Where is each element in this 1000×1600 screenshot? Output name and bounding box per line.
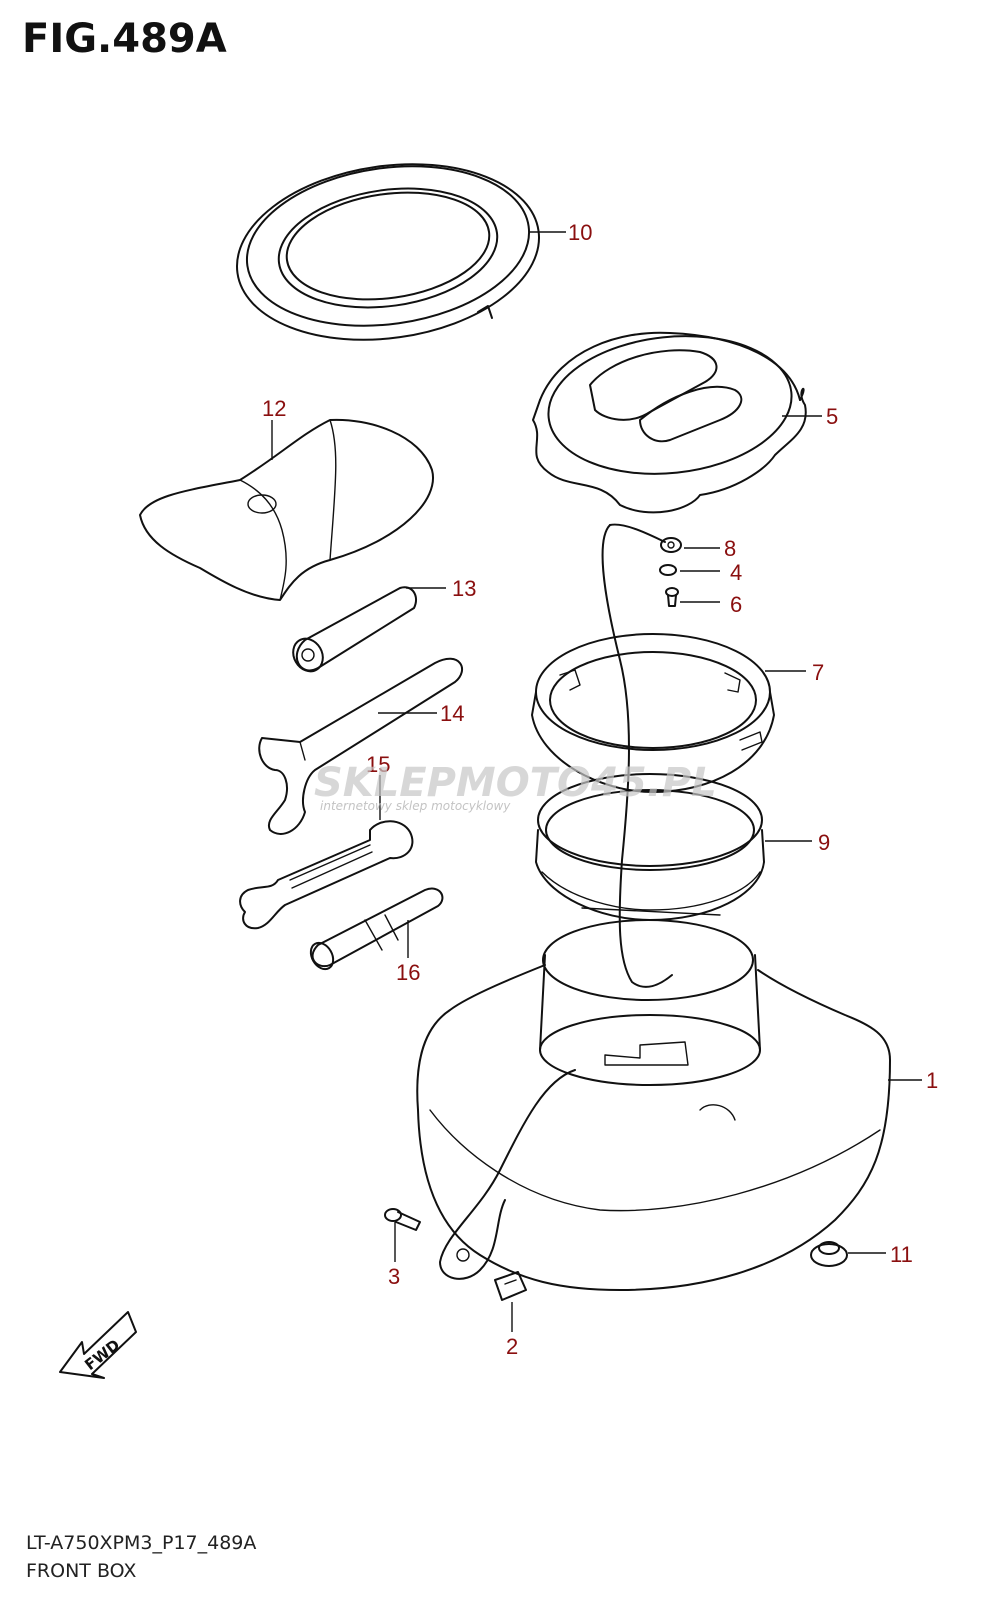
part-15-wrench[interactable]	[239, 820, 414, 930]
watermark: SKLEPMOTO45.PL internetowy sklep motocyk…	[314, 760, 717, 813]
part-10-lid-ring[interactable]	[226, 146, 551, 359]
part-6-screw[interactable]	[665, 587, 679, 607]
part-13-cylinder[interactable]	[287, 586, 418, 677]
footer-name: FRONT BOX	[26, 1560, 137, 1582]
figure-title: FIG.489A	[22, 16, 227, 62]
watermark-brand: SKLEPMOTO45.PL	[314, 760, 717, 806]
part-16-plug-tool[interactable]	[306, 887, 444, 974]
fwd-arrow-icon: FWD	[59, 1311, 137, 1379]
callout-1: 1	[926, 1068, 938, 1093]
callout-5: 5	[826, 404, 838, 429]
part-3-screw[interactable]	[384, 1208, 421, 1231]
part-7-ring[interactable]	[531, 633, 775, 793]
callout-7: 7	[812, 660, 824, 685]
footer-code: LT-A750XPM3_P17_489A	[26, 1532, 257, 1554]
callout-16: 16	[396, 960, 420, 985]
part-5-cap[interactable]	[532, 325, 807, 514]
callout-12: 12	[262, 396, 286, 421]
part-1-front-box[interactable]	[416, 919, 891, 1291]
watermark-tagline: internetowy sklep motocyklowy	[320, 799, 511, 813]
fwd-label: FWD	[81, 1336, 123, 1374]
leader-lines	[271, 231, 922, 1332]
callout-9: 9	[818, 830, 830, 855]
part-12-tool-bag[interactable]	[139, 418, 434, 601]
callout-3: 3	[388, 1264, 400, 1289]
callout-4: 4	[730, 560, 742, 585]
part-2-clip[interactable]	[494, 1271, 527, 1301]
callout-11: 11	[890, 1242, 913, 1267]
part-14-spanner[interactable]	[258, 657, 464, 835]
part-8-tether[interactable]	[601, 523, 682, 988]
part-11-grommet[interactable]	[810, 1241, 848, 1267]
callout-14: 14	[440, 701, 464, 726]
callout-6: 6	[730, 592, 742, 617]
callout-10: 10	[568, 220, 592, 245]
callout-15: 15	[366, 752, 390, 777]
part-4-washer[interactable]	[659, 564, 677, 576]
callout-8: 8	[724, 536, 736, 561]
callout-2: 2	[506, 1334, 518, 1359]
callout-13: 13	[452, 576, 476, 601]
